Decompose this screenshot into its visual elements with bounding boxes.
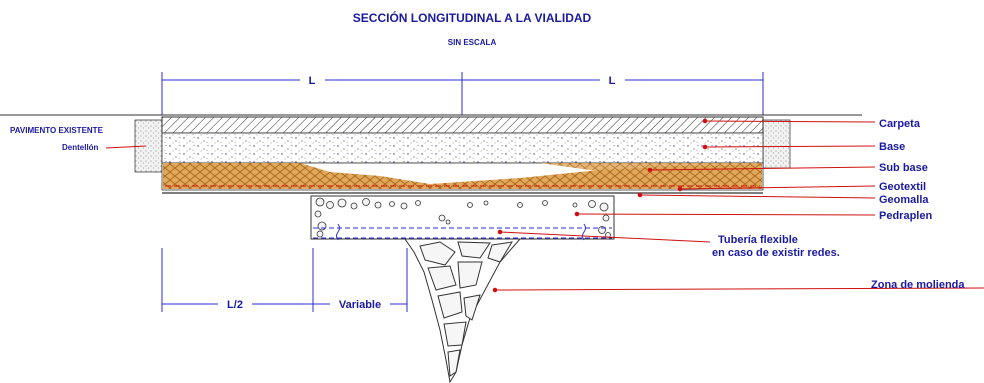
layer-base (161, 132, 764, 164)
label-tuberia-1: Tubería flexible (718, 234, 798, 246)
label-existing-pavement: PAVIMENTO EXISTENTE (10, 126, 104, 135)
dimension-label-l-left: L (309, 75, 316, 87)
dimension-label-half: L/2 (227, 299, 243, 311)
diagram-subtitle: SIN ESCALA (448, 38, 497, 47)
leader-dentellon (105, 145, 147, 149)
diagram-title: SECCIÓN LONGITUDINAL A LA VIALIDAD (353, 10, 592, 25)
dimension-label-variable: Variable (339, 299, 381, 311)
label-geotextil: Geotextil (879, 181, 926, 193)
top-dimension (161, 72, 764, 115)
crushed-zone (404, 238, 522, 383)
label-carpeta: Carpeta (879, 118, 921, 130)
bottom-dimension (161, 248, 408, 312)
label-dentellon: Dentellón (62, 143, 99, 152)
curb-right (762, 119, 791, 169)
label-base: Base (879, 141, 905, 153)
label-tuberia-2: en caso de existir redes. (712, 247, 840, 259)
label-pedraplen: Pedraplen (879, 210, 932, 222)
label-zona-molienda: Zona de molienda (871, 279, 965, 291)
leaders-right (492, 118, 984, 293)
dimension-label-l-right: L (609, 75, 616, 87)
label-geomalla: Geomalla (879, 194, 929, 206)
layer-carpeta (161, 116, 764, 134)
curb-left (134, 119, 163, 173)
label-sub-base: Sub base (879, 162, 928, 174)
pedraplen-block (310, 195, 615, 241)
